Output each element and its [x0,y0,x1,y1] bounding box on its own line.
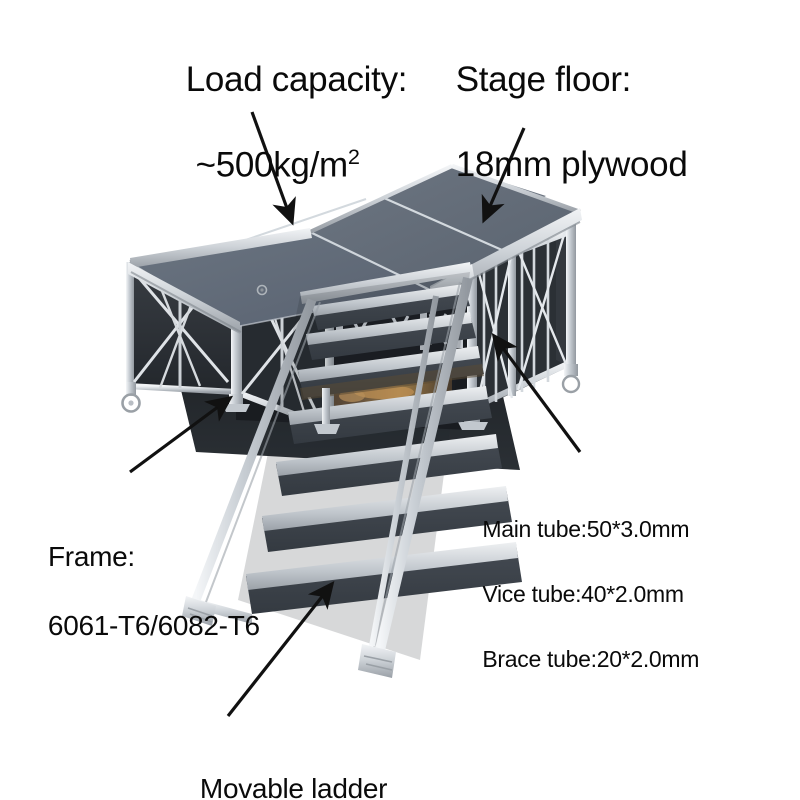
movable-ladder [182,272,522,678]
movable-ladder-label: Movable ladder [199,773,388,800]
vice-tube-spec: Vice tube:40*2.0mm [482,580,684,607]
load-capacity-unit: m [319,145,348,185]
frame-line1: Frame: [48,541,135,573]
arrow-tubes [491,332,582,453]
callout-movable-ladder: Movable ladder [170,738,388,800]
ladder-step [262,486,512,552]
brace-tube-spec: Brace tube:20*2.0mm [482,646,700,673]
callout-arrows [129,111,582,717]
load-capacity-value: ~500kg/ [195,145,320,185]
deck-front-fascia [300,262,472,304]
ladder-step [312,284,470,330]
callout-tube-specs: Main tube:50*3.0mm Vice tube:40*2.0mm Br… [458,480,699,709]
frame-line2: 6061-T6/6082-T6 [47,609,260,641]
callout-load-capacity: Load capacity: ~500kg/m2 [148,16,408,273]
load-capacity-exponent: 2 [347,144,360,170]
arrow-stage-floor [481,127,526,224]
arrow-ladder [226,580,335,717]
arrow-frame [129,395,234,474]
stage-floor-line2: 18mm plywood [455,145,688,185]
ladder-step [276,434,502,496]
main-tube-spec: Main tube:50*3.0mm [482,515,690,542]
callout-frame: Frame: 6061-T6/6082-T6 [18,472,260,677]
load-capacity-line1: Load capacity: [185,59,408,99]
stage-floor-line1: Stage floor: [455,59,632,99]
load-capacity-line2: ~500kg/m2 [148,144,407,187]
callout-stage-floor: Stage floor: 18mm plywood [418,16,688,229]
arrow-load-capacity [250,111,296,226]
